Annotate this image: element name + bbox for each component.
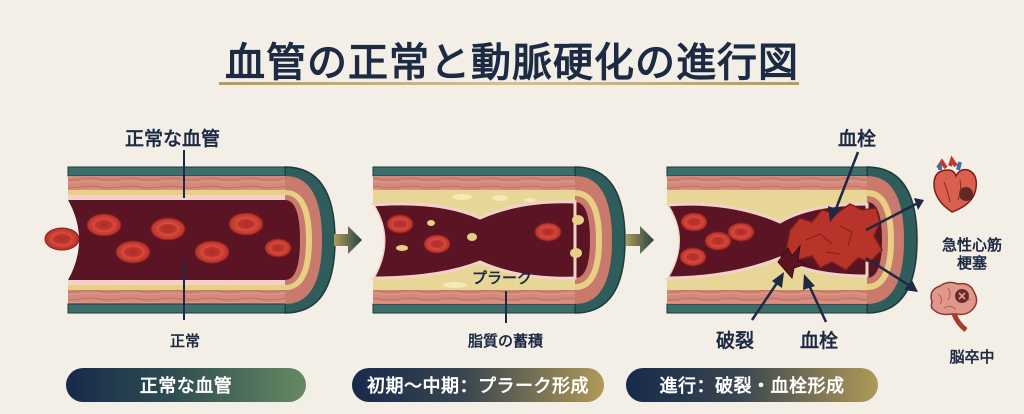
mi-label-line2: 梗塞 (956, 254, 987, 272)
normal-vessel-label: 正常な血管 (125, 128, 221, 150)
brain-icon (930, 281, 978, 332)
stage-pill-plaque: 初期～中期：プラーク形成 (352, 368, 604, 402)
normal-pointer (183, 260, 185, 320)
progress-arrow-1 (334, 226, 362, 254)
heart-icon (933, 155, 978, 213)
lipid-accumulation-label: 脂質の蓄積 (468, 332, 544, 350)
normal-label: 正常 (170, 332, 201, 350)
progress-arrow-2 (626, 226, 654, 254)
page-title: 血管の正常と動脈硬化の進行図 (225, 40, 799, 86)
stage-pill-normal: 正常な血管 (66, 368, 306, 402)
myocardial-infarction-label: 急性心筋 梗塞 (936, 236, 1008, 272)
title-underline (219, 82, 799, 85)
stage-pill-advanced: 進行：破裂・血栓形成 (626, 368, 878, 402)
plaque-vessel (366, 166, 626, 323)
stroke-label: 脳卒中 (949, 348, 995, 366)
plaque-label: プラーク (472, 269, 533, 287)
rupture-label: 破裂 (716, 330, 755, 352)
normal-vessel (44, 166, 336, 314)
mi-label-line1: 急性心筋 (941, 236, 1002, 254)
thrombus-top-label: 血栓 (838, 128, 877, 150)
thrombus-bottom-label: 血栓 (800, 330, 839, 352)
advanced-vessel (660, 151, 924, 323)
normal-vessel-pointer (183, 150, 185, 198)
